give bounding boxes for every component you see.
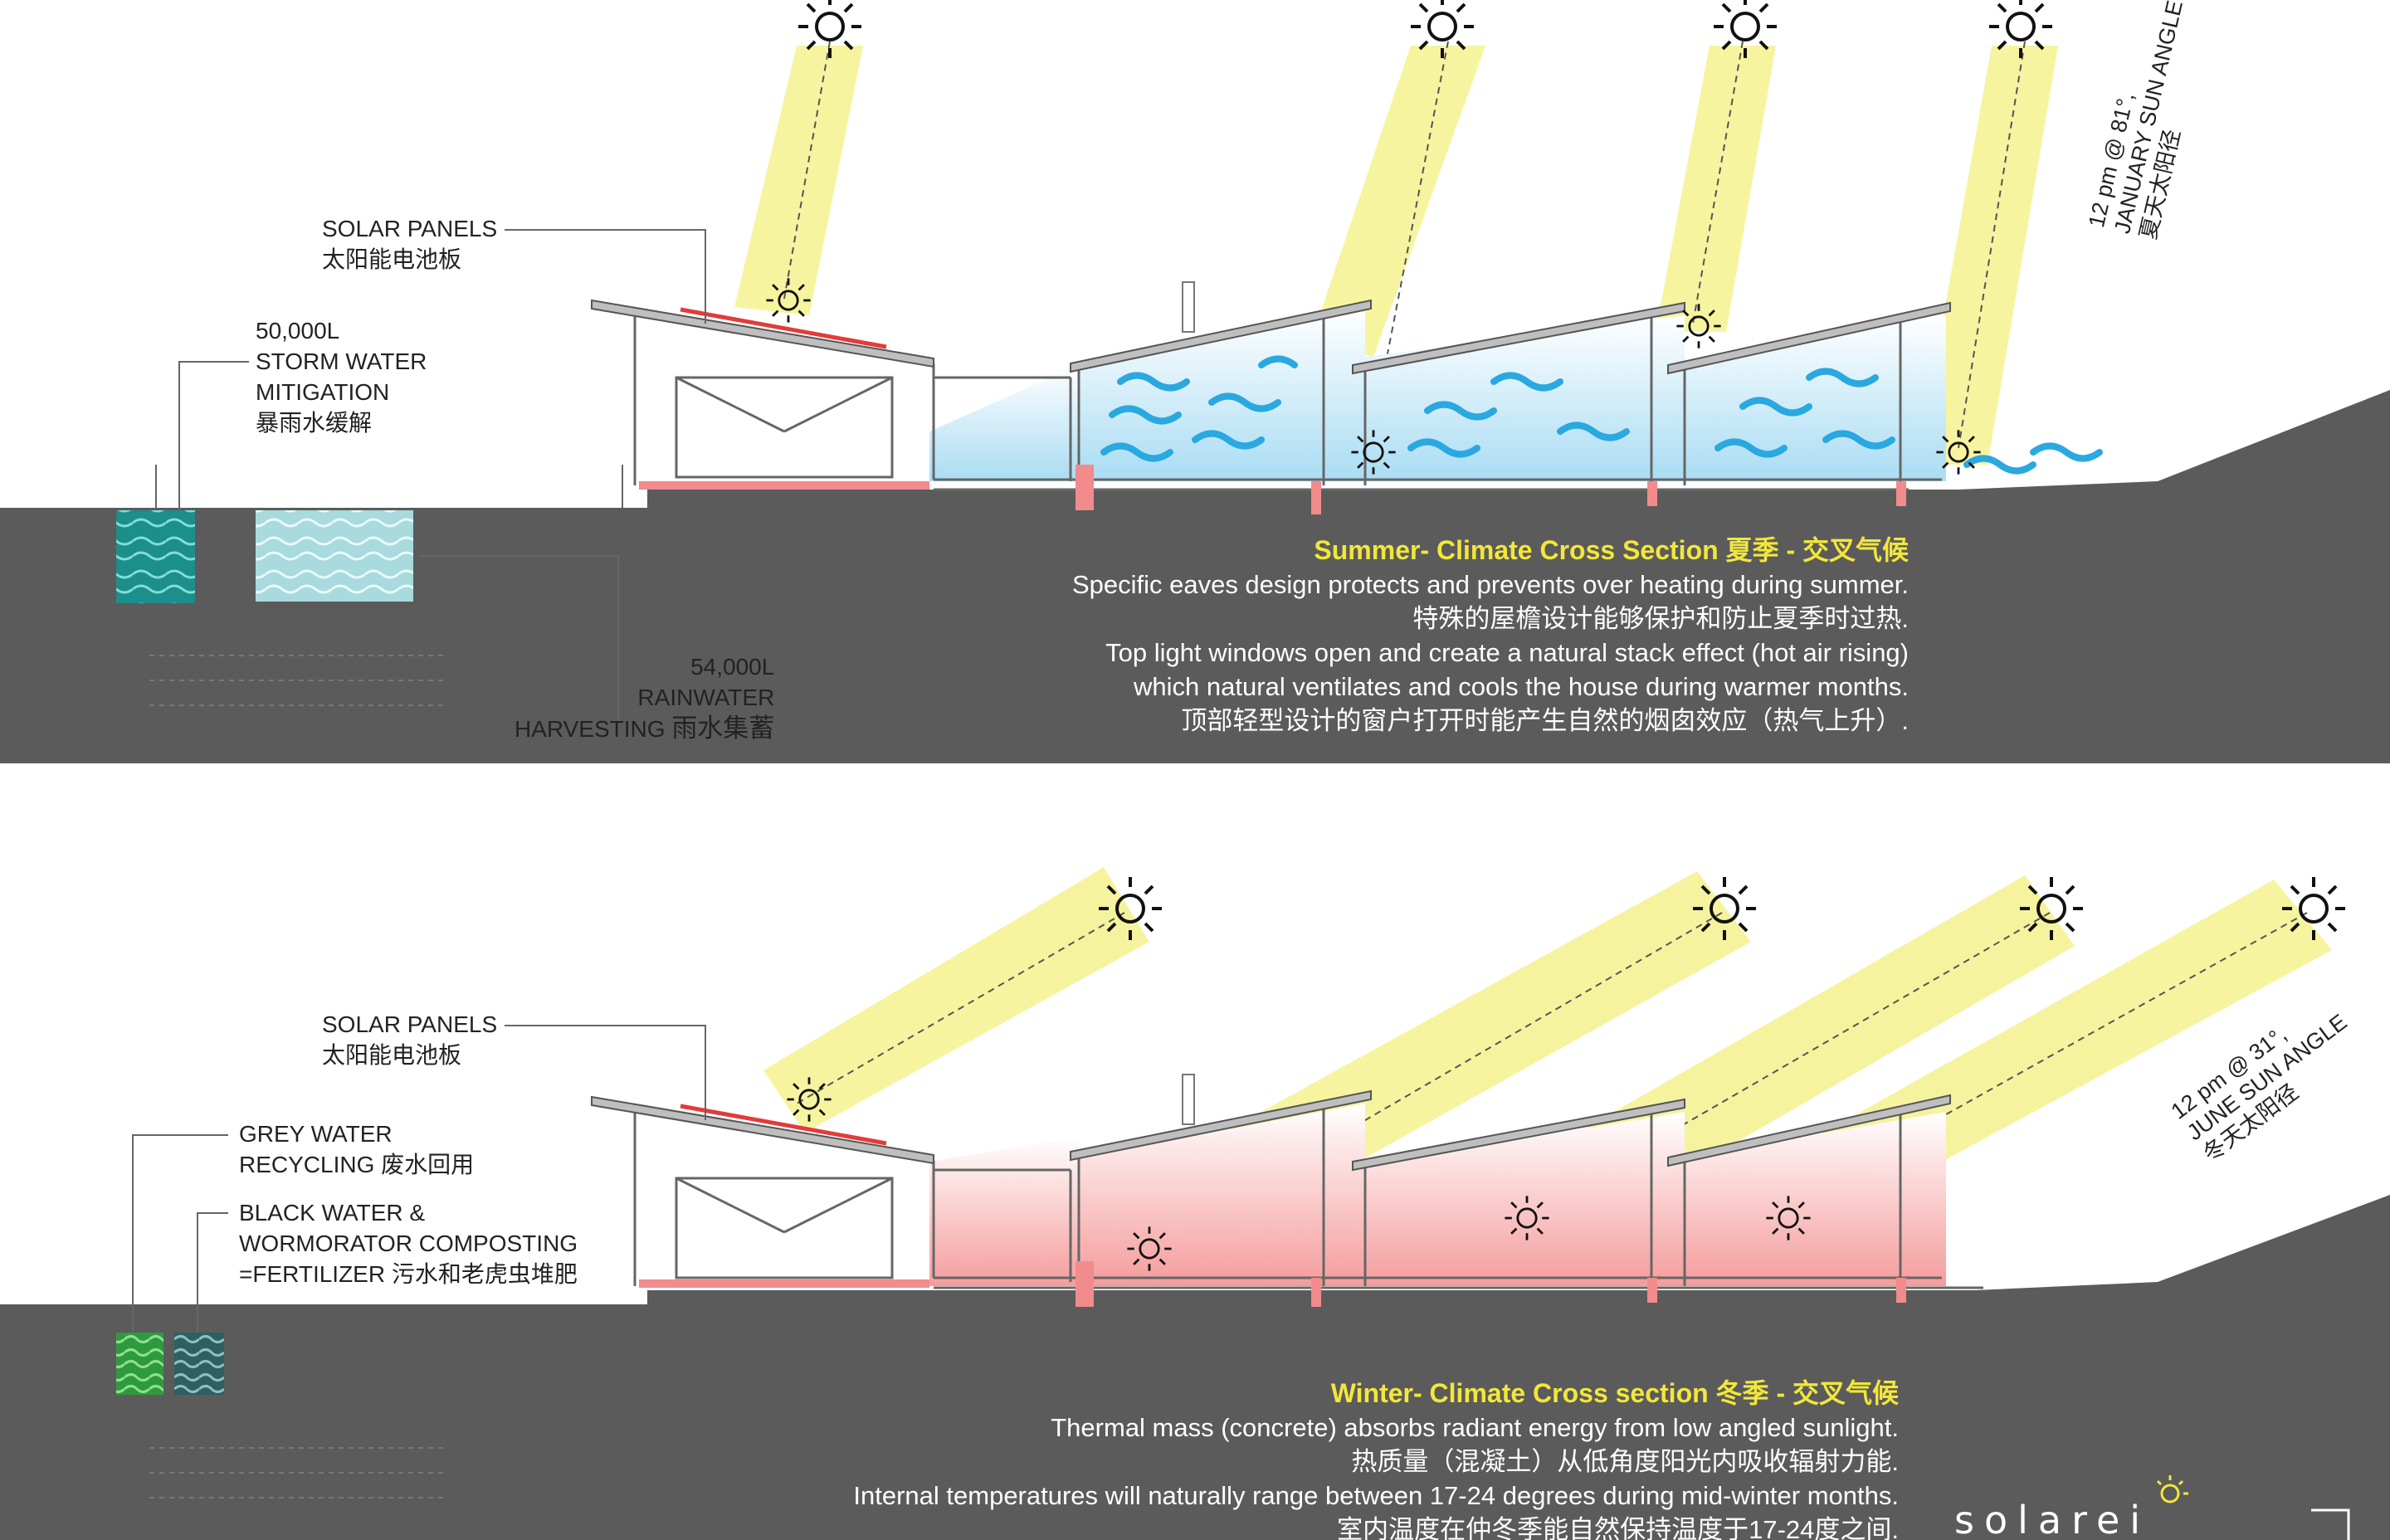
solar-panels-en: SOLAR PANELS <box>322 216 498 241</box>
winter-leader-lines <box>132 1025 706 1333</box>
winter-section <box>0 763 2390 1540</box>
summer-section <box>0 0 2390 763</box>
winter-caption-line: Thermal mass (concrete) absorbs radiant … <box>1051 1413 1899 1442</box>
winter-underground-pipes <box>149 1447 448 1499</box>
sun-icon <box>2020 877 2083 940</box>
winter-caption: Winter- Climate Cross section 冬季 - 交叉气候 … <box>853 1376 1899 1540</box>
winter-solar-panels-label: SOLAR PANELS 太阳能电池板 <box>322 1009 497 1070</box>
winter-slab-accents <box>639 1261 1906 1307</box>
grey-water-label: GREY WATER RECYCLING 废水回用 <box>239 1118 474 1180</box>
winter-heated-interior <box>929 1137 1079 1286</box>
sun-icon <box>1693 877 1756 940</box>
grey-water-line: RECYCLING 废水回用 <box>239 1152 475 1177</box>
winter-roofs <box>591 1089 1951 1172</box>
storm-water-volume: 50,000L <box>256 318 340 344</box>
black-water-label: BLACK WATER & WORMORATOR COMPOSTING =FER… <box>239 1197 578 1289</box>
sun-icon <box>1099 877 1162 940</box>
storm-water-cn: 暴雨水缓解 <box>256 410 373 436</box>
sun-icon <box>798 0 861 58</box>
sun-icon <box>1766 1196 1811 1240</box>
summer-leader-lines <box>155 229 706 722</box>
summer-caption: Summer- Climate Cross Section 夏季 - 交叉气候 … <box>1072 533 1909 738</box>
summer-caption-line: Top light windows open and create a natu… <box>1105 638 1909 667</box>
summer-ventilated-interior <box>929 365 1079 481</box>
summer-caption-title: Summer- Climate Cross Section 夏季 - 交叉气候 <box>1314 535 1909 565</box>
summer-slab-accents <box>639 465 1906 514</box>
winter-heated-interior <box>1685 1112 1946 1286</box>
summer-sun-beams <box>734 46 2058 465</box>
winter-caption-line: 热质量（混凝土）从低角度阳光内吸收辐射力能. <box>1351 1447 1899 1476</box>
rainwater-volume: 54,000L <box>690 654 775 680</box>
summer-sun-rays <box>783 41 2026 449</box>
winter-ground <box>0 1195 2390 1540</box>
winter-heated-interior <box>1079 1104 1365 1286</box>
rainwater-line: RAINWATER <box>637 685 775 710</box>
solarei-logo-mark <box>2156 1475 2350 1540</box>
sun-icon <box>787 1077 832 1122</box>
summer-roofs <box>591 299 1951 375</box>
sun-icon <box>1505 1196 1549 1240</box>
summer-caption-line: 特殊的屋檐设计能够保护和防止夏季时过热. <box>1412 604 1909 633</box>
sun-icon <box>1936 430 1981 475</box>
summer-ventilated-interior <box>1685 315 1946 481</box>
sun-icon <box>766 278 811 323</box>
winter-caption-line: Internal temperatures will naturally ran… <box>853 1481 1899 1510</box>
summer-solar-panel <box>680 307 887 349</box>
storm-water-line: STORM WATER <box>256 348 427 374</box>
winter-suns <box>787 877 2345 1271</box>
black-water-line: BLACK WATER & <box>239 1200 426 1226</box>
sun-icon <box>1989 0 2052 58</box>
grey-water-tank <box>116 1333 163 1395</box>
solarei-logo: solarei <box>1954 1498 2151 1540</box>
solar-panels-cn: 太阳能电池板 <box>322 1042 462 1068</box>
black-water-line: =FERTILIZER 污水和老虎虫堆肥 <box>239 1261 578 1287</box>
summer-solar-panels-label: SOLAR PANELS 太阳能电池板 <box>322 213 497 275</box>
sun-icon <box>1351 430 1396 475</box>
rainwater-harvesting: HARVESTING <box>515 716 666 742</box>
rainwater-line: HARVESTING 雨水集蓄 <box>515 713 774 744</box>
summer-caption-line: which natural ventilates and cools the h… <box>1134 672 1909 701</box>
summer-airflow-arrows <box>1100 355 2103 475</box>
sun-icon <box>2282 877 2345 940</box>
summer-chimney <box>1182 281 1195 333</box>
winter-caption-line: 室内温度在仲冬季能自然保持温度于17-24度之间. <box>1337 1515 1899 1540</box>
winter-background <box>0 763 2390 772</box>
sun-icon <box>1127 1226 1172 1271</box>
black-water-line: WORMORATOR COMPOSTING <box>239 1231 578 1256</box>
rainwater-cn: 雨水集蓄 <box>671 714 775 743</box>
summer-underground-pipes <box>149 655 448 706</box>
storm-water-label: 50,000L STORM WATER MITIGATION 暴雨水缓解 <box>256 315 427 438</box>
sun-icon <box>1411 0 1474 58</box>
winter-solar-panel <box>680 1104 887 1146</box>
winter-caption-title: Winter- Climate Cross section 冬季 - 交叉气候 <box>1330 1378 1899 1408</box>
solar-panels-en: SOLAR PANELS <box>322 1011 498 1037</box>
summer-ground <box>0 390 2390 763</box>
winter-chimney <box>1182 1074 1195 1125</box>
storm-water-tank <box>116 510 195 603</box>
rainwater-label: 54,000L RAINWATER HARVESTING 雨水集蓄 <box>515 651 774 744</box>
grey-water-line: GREY WATER <box>239 1121 393 1147</box>
rainwater-tank <box>256 510 413 602</box>
solar-panels-cn: 太阳能电池板 <box>322 246 462 272</box>
sun-icon <box>1676 304 1721 348</box>
summer-caption-line: Specific eaves design protects and preve… <box>1071 570 1909 599</box>
winter-heated-interior <box>1365 1112 1685 1286</box>
black-water-tank <box>174 1333 224 1395</box>
storm-water-line: MITIGATION <box>256 379 390 405</box>
summer-caption-line: 顶部轻型设计的窗户打开时能产生自然的烟囱效应（热气上升）. <box>1181 706 1909 735</box>
sun-icon <box>1714 0 1777 58</box>
summer-suns <box>766 0 2052 475</box>
